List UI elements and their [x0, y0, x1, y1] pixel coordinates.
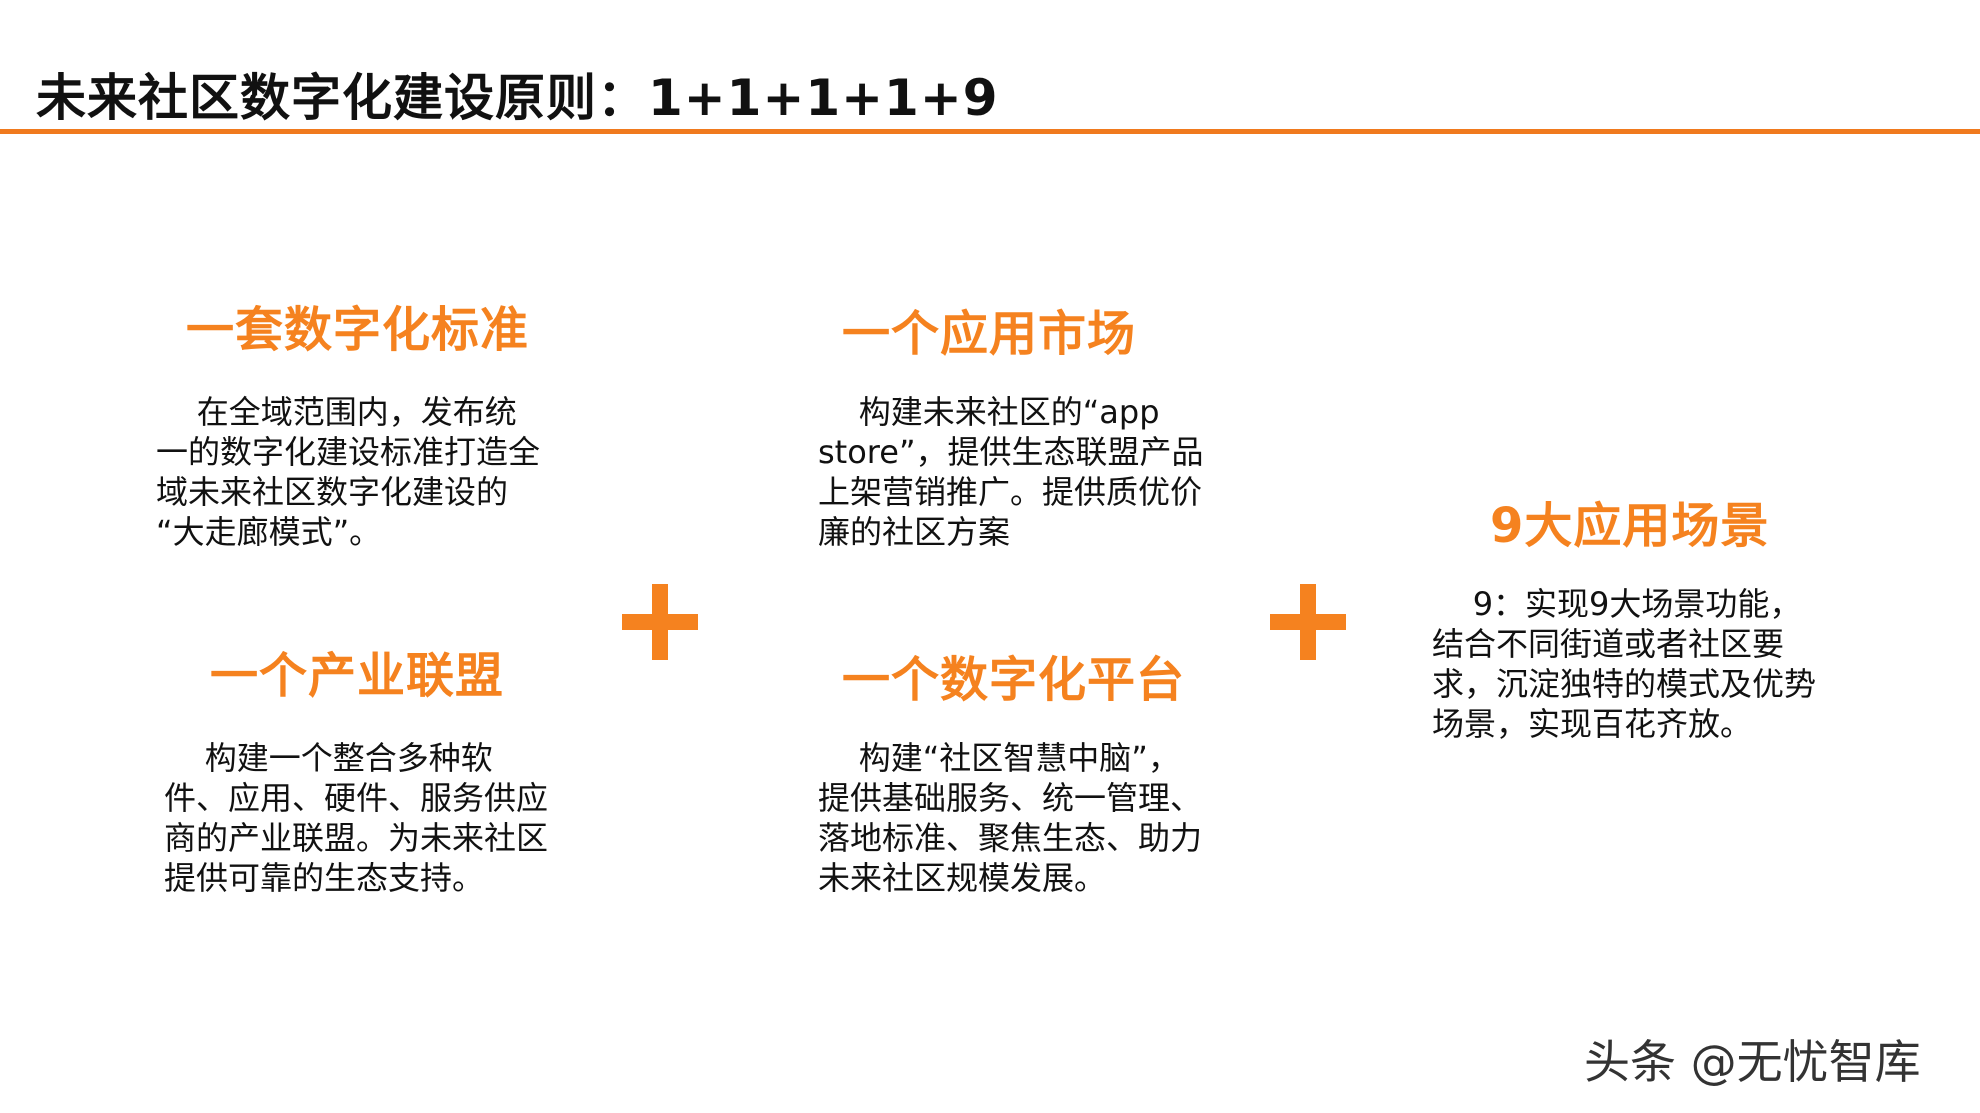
alliance-heading: 一个产业联盟: [210, 648, 505, 704]
plus-icon: [1270, 584, 1346, 660]
watermark: 头条 @无忧智库: [1584, 1035, 1921, 1089]
platform-heading: 一个数字化平台: [842, 652, 1186, 708]
standard-body: 在全域范围内，发布统 一的数字化建设标准打造全 域未来社区数字化建设的 “大走廊…: [156, 393, 541, 551]
plus-icon: [622, 584, 698, 660]
market-heading: 一个应用市场: [842, 306, 1137, 362]
standard-heading: 一套数字化标准: [186, 302, 530, 358]
platform-body: 构建“社区智慧中脑”， 提供基础服务、统一管理、 落地标准、聚焦生态、助力 未来…: [818, 739, 1203, 897]
alliance-body: 构建一个整合多种软 件、应用、硬件、服务供应 商的产业联盟。为未来社区 提供可靠…: [164, 739, 549, 897]
title-divider: [0, 129, 1980, 134]
market-body: 构建未来社区的“app store”，提供生态联盟产品 上架营销推广。提供质优价…: [818, 393, 1204, 551]
page-title: 未来社区数字化建设原则：1+1+1+1+9: [36, 69, 999, 127]
scenes-heading: 9大应用场景: [1490, 498, 1770, 554]
scenes-body: 9：实现9大场景功能， 结合不同街道或者社区要 求，沉淀独特的模式及优势 场景，…: [1432, 585, 1817, 743]
